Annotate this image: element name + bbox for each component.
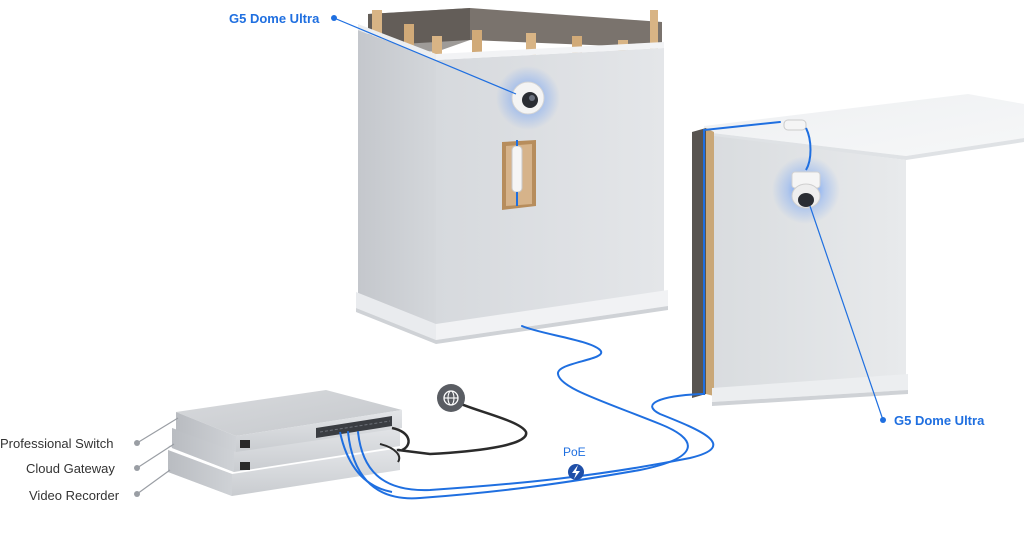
camera-2-label: G5 Dome Ultra — [894, 413, 985, 428]
poe-label: PoE — [563, 445, 586, 459]
cloud-gateway-label: Cloud Gateway — [26, 461, 115, 476]
leader-line-camera-2 — [809, 205, 886, 423]
professional-switch-label: Professional Switch — [0, 436, 114, 451]
leader-line-recorder — [134, 469, 171, 497]
leader-line-camera-1 — [331, 15, 517, 95]
video-recorder-label: Video Recorder — [29, 488, 120, 503]
leader-line-gateway — [134, 443, 175, 471]
camera-1-label: G5 Dome Ultra — [229, 11, 320, 26]
leader-line-switch — [134, 417, 179, 446]
internet-cable — [396, 398, 528, 456]
right-wall — [692, 94, 1024, 406]
left-wall — [356, 8, 668, 344]
camera-2 — [772, 156, 840, 224]
globe-icon — [437, 384, 465, 412]
camera-1 — [496, 66, 560, 130]
poe-cable-right — [357, 121, 781, 492]
device-stack — [168, 390, 402, 496]
poe-cable-left — [347, 325, 689, 500]
lightning-bolt-icon — [568, 464, 584, 480]
